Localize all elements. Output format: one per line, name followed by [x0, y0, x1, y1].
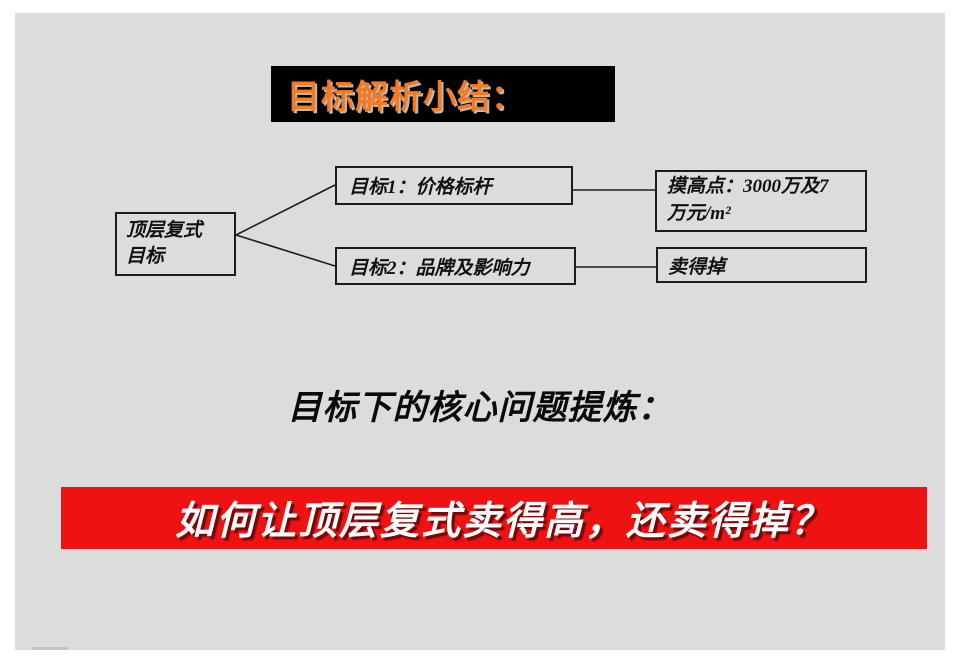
goal1-box: 目标1：价格标杆	[335, 166, 573, 205]
outcome2-label: 卖得掉	[668, 256, 726, 278]
outcome2-box: 卖得掉	[656, 247, 867, 283]
goal1-label: 目标1：价格标杆	[349, 177, 492, 198]
root-goal-label: 顶层复式 目标	[126, 220, 203, 267]
key-question-banner: 如何让顶层复式卖得高，还卖得掉？	[61, 487, 927, 549]
partial-shape	[32, 647, 68, 650]
key-question-text: 如何让顶层复式卖得高，还卖得掉？	[174, 500, 831, 543]
outcome1-label: 摸高点：3000万及7 万元/m²	[667, 176, 829, 224]
goal2-label: 目标2：品牌及影响力	[349, 257, 530, 279]
slide-canvas: 目标解析小结： 顶层复式 目标 目标1：价格标杆 目标2：品牌及影响力 摸高点：…	[15, 13, 945, 650]
outcome1-box: 摸高点：3000万及7 万元/m²	[655, 170, 867, 232]
root-goal-box: 顶层复式 目标	[115, 212, 236, 276]
title-bar: 目标解析小结：	[271, 66, 615, 122]
goal2-box: 目标2：品牌及影响力	[335, 247, 576, 285]
subheading: 目标下的核心问题提炼：	[287, 390, 673, 427]
slide-title: 目标解析小结：	[287, 78, 525, 115]
